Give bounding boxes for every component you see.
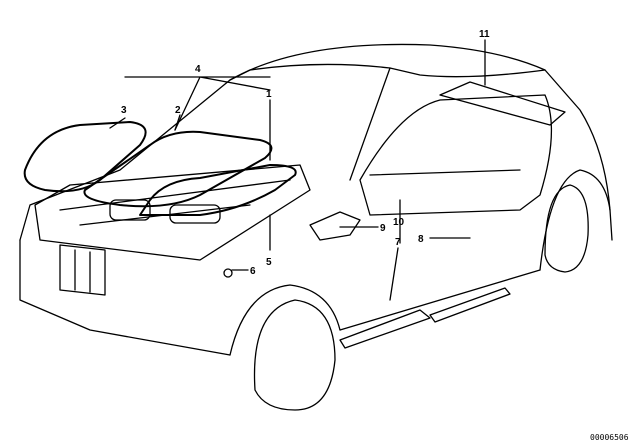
callout-leaders xyxy=(109,39,486,301)
callout-4: 4 xyxy=(195,64,201,75)
callout-7: 7 xyxy=(395,237,401,248)
callout-9: 9 xyxy=(380,223,386,234)
callout-2: 2 xyxy=(175,105,181,116)
callout-1: 1 xyxy=(266,89,272,100)
diagram-code: 00006506 xyxy=(590,433,629,442)
callout-6: 6 xyxy=(250,266,256,277)
callout-11: 11 xyxy=(479,29,490,40)
trunk-mat-1 xyxy=(139,164,297,216)
trunk-floor xyxy=(34,164,311,261)
callout-3: 3 xyxy=(121,105,127,116)
bracket-9 xyxy=(309,211,361,241)
trunk-mat-3 xyxy=(23,121,147,193)
car-body-outline xyxy=(19,43,613,411)
callout-10: 10 xyxy=(393,217,405,228)
callout-5: 5 xyxy=(266,257,272,268)
rear-shelf-11 xyxy=(439,81,566,126)
callout-8: 8 xyxy=(418,234,424,245)
sill-cover-8 xyxy=(429,287,511,323)
clip-6 xyxy=(223,268,233,278)
trunk-mat-2 xyxy=(83,130,273,208)
sill-cover-7 xyxy=(339,309,431,349)
